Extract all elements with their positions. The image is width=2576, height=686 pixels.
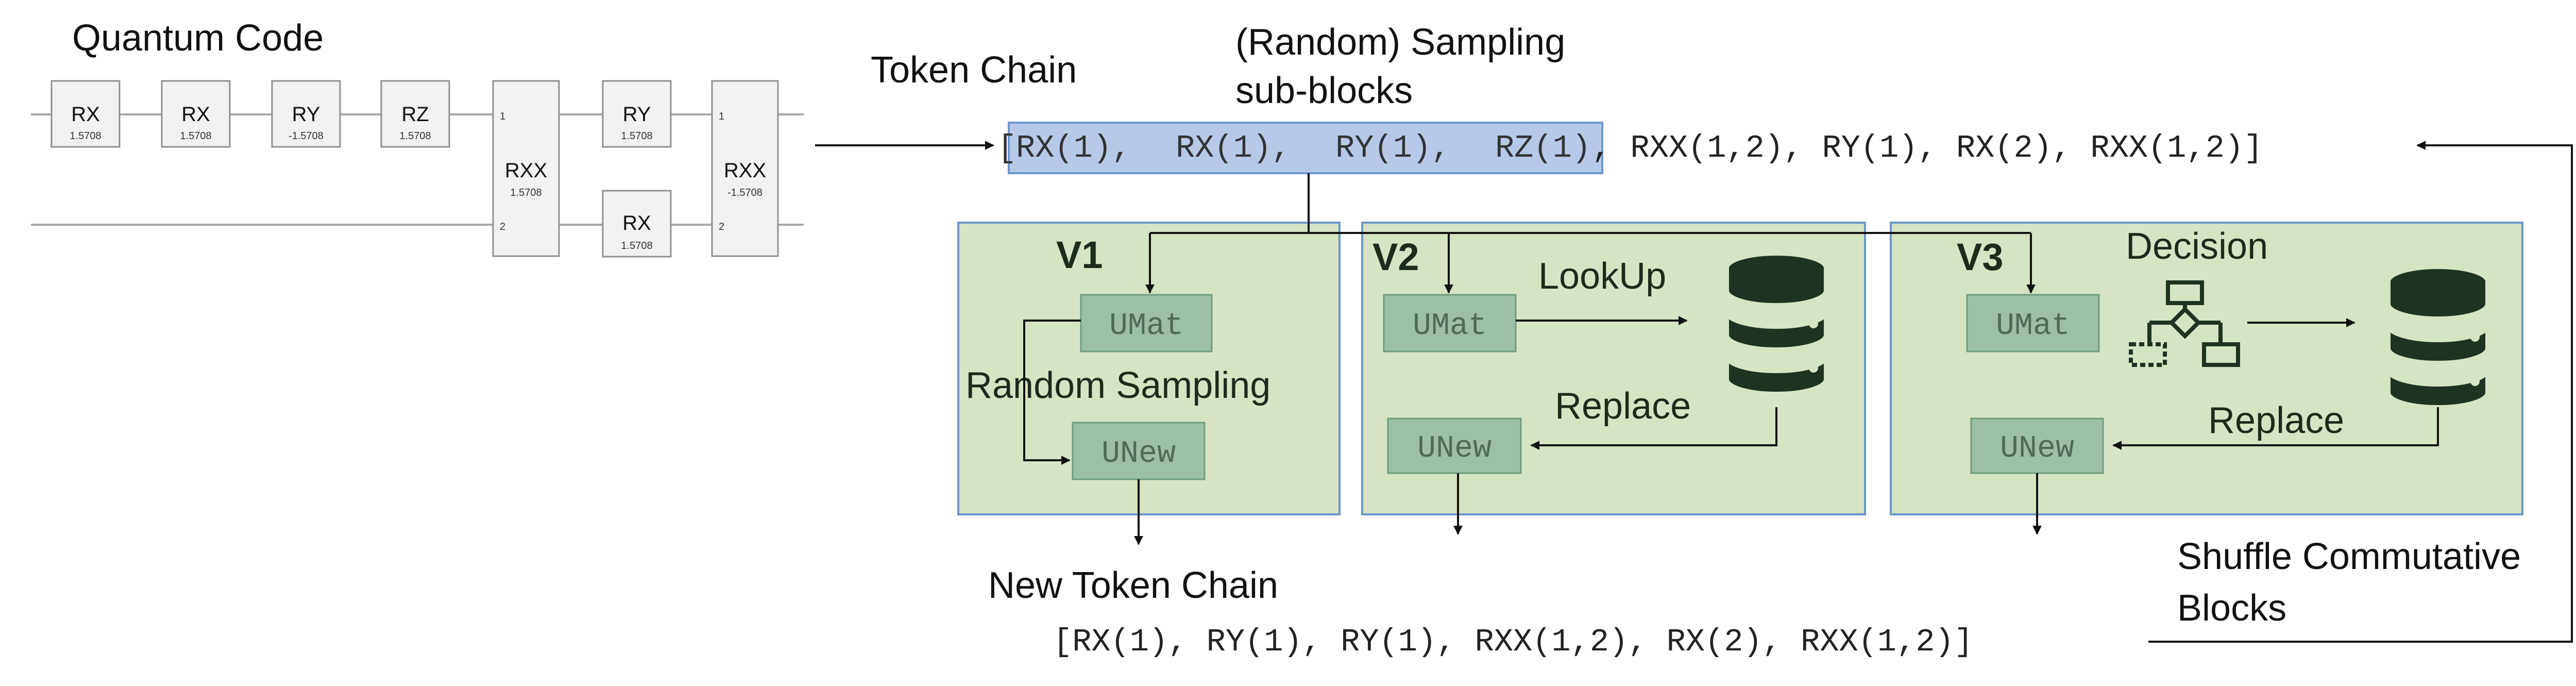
shuffle-label-line2: Blocks: [2177, 588, 2286, 629]
sampling-arrow: [1023, 320, 1081, 465]
umat-box: [1966, 294, 2100, 353]
gate-label: RXX: [505, 159, 547, 182]
replace-label: Replace: [1555, 386, 1691, 427]
replace-arrow: [2112, 407, 2439, 450]
decision-label: Decision: [2126, 226, 2268, 267]
shuffle-return-arrow: [2416, 141, 2573, 642]
gate-param: 1.5708: [180, 130, 211, 142]
gate-label: RX: [622, 212, 651, 235]
gate-label: RY: [623, 103, 651, 126]
token-chain: [ RX(1), RX(1), RY(1), RZ(1) , RXX(1,2),…: [997, 130, 2263, 166]
gate-qubit-index: 1: [719, 111, 724, 122]
gate-ry: RY -1.5708: [271, 80, 341, 148]
gate-qubit-index: 1: [500, 111, 505, 122]
umat-label: UMat: [1413, 309, 1487, 344]
variant-v2-title: V2: [1372, 236, 1419, 278]
variant-v1: V1 UMat Random Sampling UNew: [965, 233, 1270, 545]
token-rx-1: RX(1),: [1176, 130, 1291, 166]
shuffle-label-line1: Shuffle Commutative: [2177, 536, 2521, 577]
replace-label: Replace: [2208, 400, 2344, 441]
umat-box: [1080, 294, 1213, 353]
token-chain-open-bracket: [: [997, 130, 1016, 166]
unew-label: UNew: [1417, 431, 1492, 466]
unew-box: [1387, 417, 1522, 474]
gate-param: 1.5708: [70, 130, 101, 142]
sampling-label-line2: sub-blocks: [1235, 70, 1413, 111]
distribution-connector: [1145, 173, 2036, 294]
gate-rxx: 1 2 RXX -1.5708: [711, 80, 779, 257]
token-chain-rest: , RXX(1,2), RY(1), RX(2), RXX(1,2)]: [1592, 130, 2263, 166]
gate-qubit-index: 2: [719, 221, 724, 232]
variant-v3: V3 UMat Decision Replace UNew: [1957, 226, 2489, 535]
random-sampling-label: Random Sampling: [965, 365, 1270, 406]
gate-param: 1.5708: [621, 130, 652, 142]
gate-rx: RX 1.5708: [50, 80, 121, 148]
gate-label: RX: [71, 103, 100, 126]
sampling-label-line1: (Random) Sampling: [1235, 22, 1565, 63]
sampled-sub-block-highlight: [1008, 122, 1603, 174]
unew-label: UNew: [2000, 431, 2074, 466]
variant-v2: V2 UMat LookUp Replace UNew: [1372, 236, 1828, 535]
gate-label: RXX: [724, 159, 766, 182]
gate-label: RZ: [401, 103, 429, 126]
gate-label: RX: [181, 103, 210, 126]
unew-label: UNew: [1101, 437, 1176, 472]
gate-param: -1.5708: [289, 130, 324, 142]
database-icon: [2386, 265, 2489, 409]
gate-param: 1.5708: [510, 187, 541, 198]
token-rx-1: RX(1),: [1016, 130, 1131, 166]
replace-arrow: [1530, 407, 1777, 450]
gate-rxx: 1 2 RXX 1.5708: [492, 80, 560, 257]
umat-label: UMat: [1996, 309, 2070, 344]
gate-param: -1.5708: [727, 187, 762, 198]
umat-label: UMat: [1109, 309, 1183, 344]
gate-label: RY: [292, 103, 320, 126]
gate-rx: RX 1.5708: [602, 190, 672, 258]
token-chain-label: Token Chain: [871, 49, 1077, 91]
umat-box: [1383, 294, 1517, 353]
gate-param: 1.5708: [399, 130, 431, 142]
gate-ry: RY 1.5708: [602, 80, 672, 148]
token-ry-1: RY(1),: [1335, 130, 1450, 166]
quantum-code-title: Quantum Code: [72, 18, 324, 59]
lookup-label: LookUp: [1538, 256, 1666, 297]
unew-box: [1072, 422, 1206, 480]
gate-param: 1.5708: [621, 240, 652, 252]
quantum-circuit: RX 1.5708 RX 1.5708 RY -1.5708 RZ 1.5708…: [31, 80, 804, 258]
new-token-chain: [RX(1), RY(1), RY(1), RXX(1,2), RX(2), R…: [1053, 624, 1973, 660]
new-token-chain-label: New Token Chain: [988, 565, 1278, 606]
decision-tree-icon: [2129, 280, 2240, 367]
gate-rx: RX 1.5708: [161, 80, 231, 148]
gate-rz: RZ 1.5708: [380, 80, 450, 148]
variant-v1-title: V1: [1056, 233, 1103, 276]
token-rz-1: RZ(1): [1495, 130, 1591, 166]
gate-qubit-index: 2: [500, 221, 505, 232]
variant-v3-title: V3: [1957, 236, 2004, 278]
database-icon: [1725, 252, 1828, 396]
